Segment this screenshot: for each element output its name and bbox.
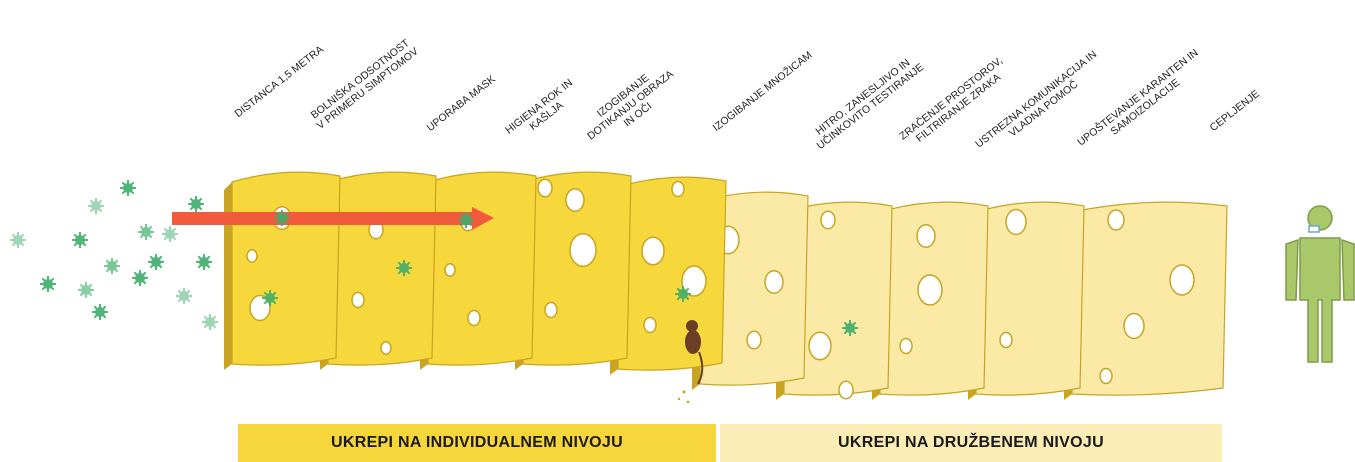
virus-icon <box>675 286 691 302</box>
virus-icon <box>148 254 164 270</box>
virus-icon <box>202 314 218 330</box>
virus-icon <box>196 254 212 270</box>
virus-cloud <box>10 180 218 330</box>
virus-icon <box>10 232 26 248</box>
band-social-measures: UKREPI NA DRUŽBENEM NIVOJU <box>720 424 1222 462</box>
virus-icon <box>842 320 858 336</box>
virus-icon <box>138 224 154 240</box>
band-individual-label: UKREPI NA INDIVIDUALNEM NIVOJU <box>331 434 623 452</box>
virus-icon <box>40 276 56 292</box>
virus-icon <box>120 180 136 196</box>
virus-icon <box>458 212 474 228</box>
virus-icon <box>92 304 108 320</box>
virus-icon <box>396 260 412 276</box>
cheese-slice-1 <box>224 172 340 370</box>
virus-icon <box>176 288 192 304</box>
band-social-label: UKREPI NA DRUŽBENEM NIVOJU <box>838 434 1104 452</box>
virus-icon <box>132 270 148 286</box>
virus-icon <box>88 198 104 214</box>
cheese-slices <box>224 172 1227 400</box>
person-icon <box>1286 206 1354 362</box>
cheese-slice-3 <box>420 172 536 370</box>
cheese-slice-10 <box>1064 202 1227 400</box>
virus-icon <box>104 258 120 274</box>
virus-icon <box>188 196 204 212</box>
virus-icon <box>72 232 88 248</box>
band-individual-measures: UKREPI NA INDIVIDUALNEM NIVOJU <box>238 424 716 462</box>
virus-icon <box>262 290 278 306</box>
virus-icon <box>274 210 290 226</box>
virus-icon <box>162 226 178 242</box>
virus-icon <box>78 282 94 298</box>
